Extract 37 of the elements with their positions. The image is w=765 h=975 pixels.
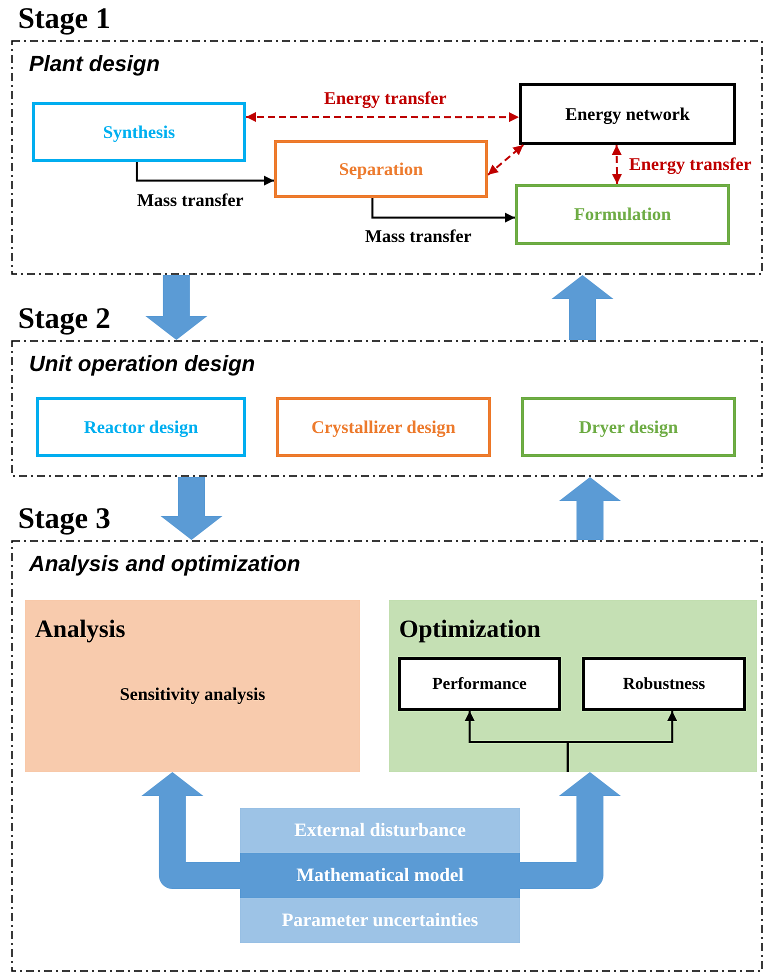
- process-box: Crystallizer design: [276, 397, 491, 457]
- model-band: Parameter uncertainties: [240, 898, 520, 943]
- edge-label: Energy transfer: [627, 154, 754, 175]
- process-box: Energy network: [519, 83, 736, 145]
- block-arrow: [520, 772, 621, 889]
- block-arrow: [552, 275, 614, 340]
- panel-heading: Analysis: [35, 616, 126, 644]
- process-box: Synthesis: [32, 102, 246, 162]
- panel-heading: Optimization: [399, 616, 541, 644]
- group-panel: [389, 600, 757, 772]
- arrow: [566, 711, 678, 772]
- group-panel: [25, 600, 360, 772]
- process-box: Formulation: [515, 184, 730, 245]
- block-arrow: [160, 477, 222, 540]
- block-arrow: [559, 477, 621, 540]
- stage-title: Plant design: [29, 51, 160, 77]
- dashed-arrow: [612, 144, 622, 184]
- edge-label: Energy transfer: [322, 88, 448, 109]
- stage-title: Unit operation design: [29, 351, 256, 377]
- panel-text: Sensitivity analysis: [118, 684, 266, 705]
- model-band: Mathematical model: [240, 853, 520, 898]
- dashed-arrow: [246, 112, 519, 122]
- stage-title: Analysis and optimization: [29, 551, 300, 577]
- process-box: Reactor design: [36, 397, 246, 457]
- stage-heading: Stage 2: [18, 302, 110, 336]
- arrow: [136, 162, 274, 186]
- stage-heading: Stage 1: [18, 2, 110, 36]
- process-box: Performance: [398, 657, 561, 711]
- dashed-arrow: [487, 144, 524, 176]
- process-box: Separation: [274, 140, 488, 198]
- stage-heading: Stage 3: [18, 502, 110, 536]
- process-box: Robustness: [582, 657, 746, 711]
- block-arrow: [145, 275, 208, 340]
- model-band: External disturbance: [240, 808, 520, 853]
- process-box: Dryer design: [521, 397, 736, 457]
- block-arrow: [141, 772, 240, 889]
- arrow: [371, 198, 515, 223]
